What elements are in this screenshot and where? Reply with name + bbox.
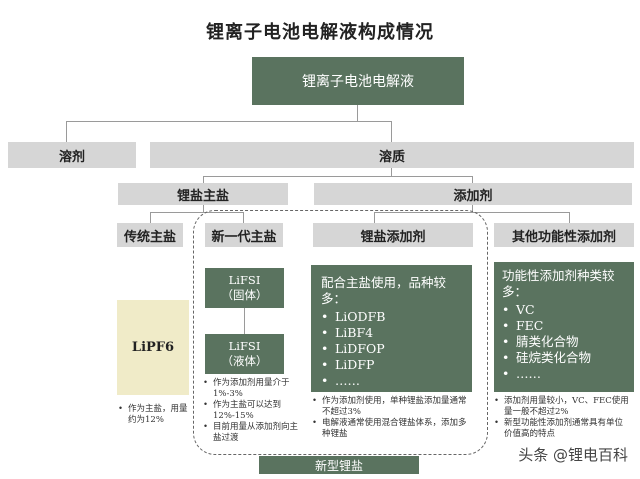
salt-additive-notes: 作为添加剂使用，单种锂盐添加量通常不超过3% 电解液通常使用混合锂盐体系，添加多… — [312, 396, 472, 440]
solute-label: 溶质 — [378, 149, 405, 165]
list-item: LiDFP — [321, 357, 462, 373]
note-item: 新型功能性添加剂通常具有单位价值高的特点 — [494, 418, 630, 440]
page-title: 锂离子电池电解液构成情况 — [206, 22, 434, 43]
connector — [150, 212, 151, 223]
root-node-label: 锂离子电池电解液 — [302, 74, 414, 90]
connector — [203, 176, 204, 183]
main-salt-node: 锂盐主盐 — [118, 183, 288, 205]
note-item: 作为添加剂用量介于1%-3% — [203, 378, 301, 400]
other-additive-panel: 功能性添加剂种类较多： VC FEC 腈类化合物 硅烷类化合物 …… — [494, 262, 634, 392]
lipf6-box: LiPF6 — [117, 300, 189, 395]
list-item: …… — [502, 366, 626, 382]
connector — [66, 121, 67, 142]
watermark-text: 头条 @锂电百科 — [518, 446, 628, 464]
lifsi-liquid-state: （液体） — [221, 354, 268, 368]
note-item: 作为添加剂使用，单种锂盐添加量通常不超过3% — [312, 396, 472, 418]
list-item: FEC — [502, 318, 626, 334]
new-gen-notes: 作为添加剂用量介于1%-3% 作为主盐可以达到12%-15% 目前用量从添加剂向… — [203, 378, 301, 444]
new-gen-salt-label: 新一代主盐 — [211, 229, 277, 245]
connector — [203, 205, 204, 212]
salt-additive-list: LiODFB LiBF4 LiDFOP LiDFP …… — [321, 309, 462, 389]
note-item: 目前用量从添加剂向主盐过渡 — [203, 422, 301, 444]
lipf6-notes: 作为主盐，用量约为12% — [118, 404, 192, 426]
lifsi-liquid-box: LiFSI （液体） — [205, 334, 284, 374]
additive-label: 添加剂 — [453, 188, 493, 204]
watermark: 头条 @锂电百科 — [518, 444, 628, 465]
connector — [243, 212, 244, 223]
salt-additive-intro: 配合主盐使用，品种较多： — [321, 275, 447, 306]
list-item: LiODFB — [321, 309, 462, 325]
connector — [472, 176, 473, 183]
note-item: 作为主盐，用量约为12% — [118, 404, 192, 426]
note-item: 电解液通常使用混合锂盐体系，添加多种锂盐 — [312, 418, 472, 440]
connector — [66, 121, 392, 122]
root-node: 锂离子电池电解液 — [252, 57, 464, 105]
connector — [391, 121, 392, 142]
traditional-salt-node: 传统主盐 — [117, 223, 183, 247]
salt-additive-node: 锂盐添加剂 — [313, 223, 473, 247]
new-salt-region — [193, 210, 488, 455]
solvent-label: 溶剂 — [58, 149, 85, 165]
connector — [244, 308, 245, 334]
lifsi-solid-state: （固体） — [221, 288, 268, 302]
list-item: 硅烷类化合物 — [502, 350, 626, 366]
note-item: 作为主盐可以达到12%-15% — [203, 400, 301, 422]
new-salt-label: 新型锂盐 — [314, 458, 363, 473]
list-item: LiBF4 — [321, 325, 462, 341]
connector — [472, 205, 473, 212]
list-item: LiDFOP — [321, 341, 462, 357]
list-item: 腈类化合物 — [502, 334, 626, 350]
traditional-salt-label: 传统主盐 — [123, 229, 176, 245]
connector — [374, 212, 375, 223]
additive-node: 添加剂 — [314, 183, 632, 205]
solvent-node: 溶剂 — [8, 142, 136, 168]
connector — [203, 176, 473, 177]
connector — [391, 168, 392, 176]
new-salt-label-box: 新型锂盐 — [259, 456, 419, 474]
other-additive-label: 其他功能性添加剂 — [511, 229, 616, 245]
new-gen-salt-node: 新一代主盐 — [205, 223, 283, 247]
lipf6-label: LiPF6 — [131, 340, 175, 355]
connector — [569, 212, 570, 223]
other-additive-intro: 功能性添加剂种类较多： — [502, 268, 615, 299]
other-additive-list: VC FEC 腈类化合物 硅烷类化合物 …… — [502, 302, 626, 382]
lifsi-liquid-name: LiFSI — [228, 339, 261, 353]
salt-additive-panel: 配合主盐使用，品种较多： LiODFB LiBF4 LiDFOP LiDFP …… — [311, 265, 472, 392]
lifsi-solid-name: LiFSI — [228, 273, 261, 287]
list-item: VC — [502, 302, 626, 318]
salt-additive-label: 锂盐添加剂 — [360, 229, 426, 245]
other-additive-notes: 添加剂用量较小，VC、FEC使用量一般不超过2% 新型功能性添加剂通常具有单位价… — [494, 396, 630, 440]
list-item: …… — [321, 373, 462, 389]
solute-node: 溶质 — [150, 142, 634, 168]
lifsi-solid-box: LiFSI （固体） — [205, 268, 284, 308]
connector — [357, 105, 358, 121]
other-additive-node: 其他功能性添加剂 — [494, 223, 634, 247]
main-salt-label: 锂盐主盐 — [176, 188, 229, 204]
connector — [150, 212, 244, 213]
note-item: 添加剂用量较小，VC、FEC使用量一般不超过2% — [494, 396, 630, 418]
